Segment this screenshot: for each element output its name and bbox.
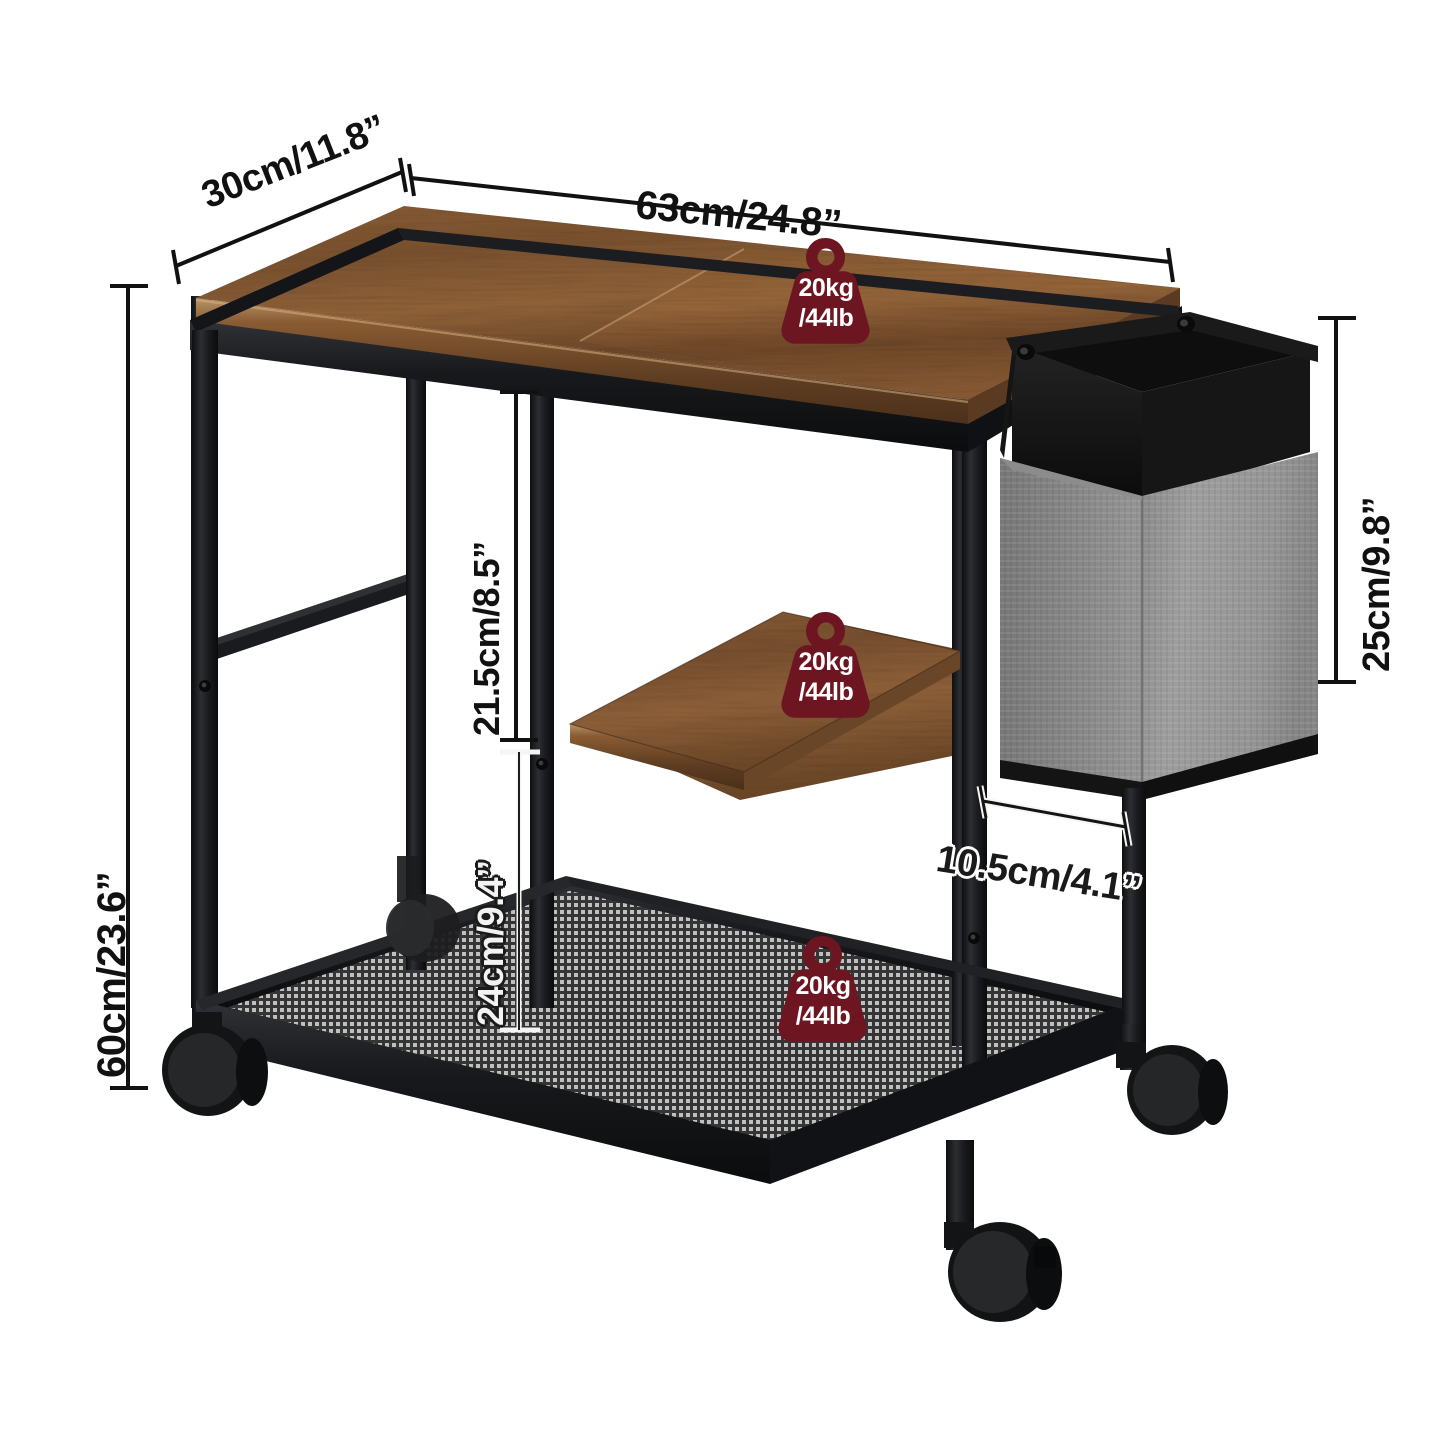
caster-wheel-rear-left	[162, 1012, 268, 1116]
caster-wheel-front	[944, 1222, 1062, 1322]
load-badge-lb: /44lb	[798, 678, 854, 706]
dimension-label-lower-gap: 24cm/9.4”	[470, 860, 511, 1026]
load-badge-kg: 20kg	[795, 972, 851, 1000]
caster-seen-through-mesh	[386, 856, 460, 962]
load-badge-middle-shelf: 20kg /44lb	[767, 606, 885, 722]
load-badge-tabletop: 20kg /44lb	[767, 232, 885, 348]
dimension-line-width	[407, 163, 1175, 283]
dimension-line-basket-height	[1318, 316, 1356, 684]
caster-wheel-rear-right	[1116, 1042, 1228, 1135]
dimension-line-depth	[171, 157, 408, 285]
dimension-line-basket-width	[976, 785, 1133, 847]
dimension-line-upper-gap	[500, 390, 538, 742]
bottom-frame-rail	[196, 876, 1136, 1184]
bottom-mesh-shelf	[206, 878, 1133, 1152]
rear-center-post	[406, 370, 426, 970]
weight-icon	[778, 935, 867, 1042]
weight-icon	[781, 611, 870, 718]
dimension-label-basket-height: 25cm/9.8”	[1356, 496, 1398, 672]
dimension-label-height: 60cm/23.6”	[90, 871, 134, 1078]
middle-wood-shelf	[568, 611, 962, 800]
dimension-line-height	[110, 284, 148, 1090]
load-badge-bottom-shelf: 20kg /44lb	[764, 930, 882, 1046]
front-right-post	[962, 380, 987, 1080]
front-left-leg	[192, 330, 218, 1042]
load-badge-kg: 20kg	[798, 274, 854, 302]
front-left-post	[530, 348, 554, 1008]
rear-cross-rail	[208, 573, 411, 662]
weight-icon	[781, 237, 870, 344]
fabric-basket	[1000, 312, 1318, 800]
load-badge-lb: /44lb	[798, 304, 854, 332]
dimension-label-upper-gap: 21.5cm/8.5”	[466, 541, 507, 736]
dimension-lines	[110, 157, 1356, 1090]
load-badge-kg: 20kg	[798, 648, 854, 676]
load-badge-lb: /44lb	[795, 1002, 851, 1030]
dimension-line-basket-width-core	[978, 785, 1131, 847]
